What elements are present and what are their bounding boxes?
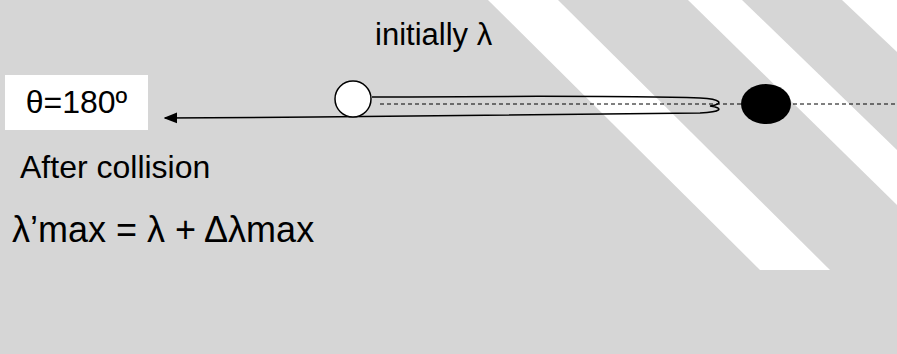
photon-circle bbox=[335, 81, 371, 117]
photon-path bbox=[165, 96, 719, 118]
electron-circle bbox=[741, 84, 791, 124]
formula-label: λ’max = λ + Δλmax bbox=[12, 210, 314, 250]
white-stripe bbox=[842, 0, 897, 52]
after-label: After collision bbox=[20, 150, 210, 185]
initial-label: initially λ bbox=[375, 18, 492, 52]
angle-box: θ=180º bbox=[5, 75, 148, 130]
axis-line bbox=[380, 104, 897, 105]
angle-label: θ=180º bbox=[26, 85, 128, 120]
